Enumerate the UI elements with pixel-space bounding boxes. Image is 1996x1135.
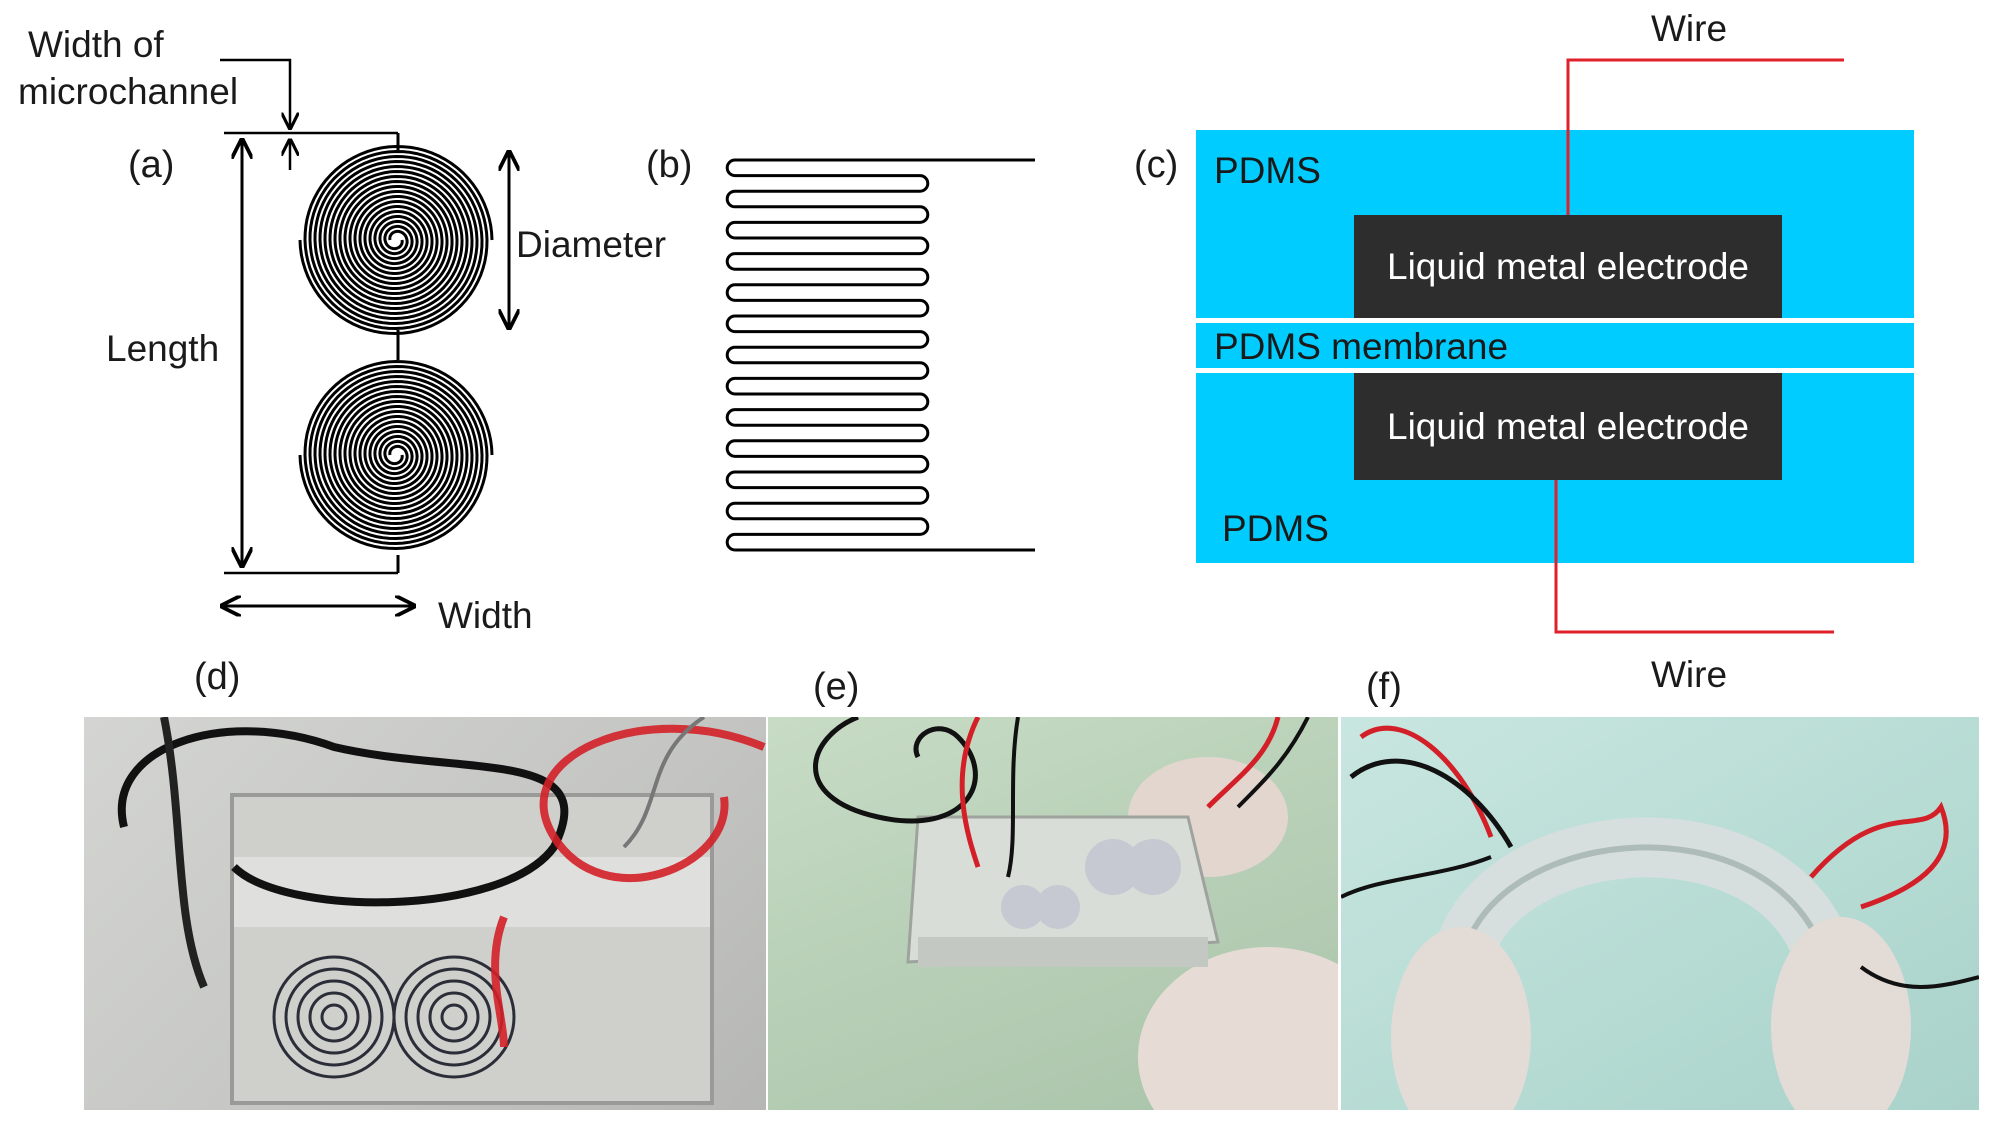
panel-label-c: (c) <box>1134 144 1179 186</box>
microchannel-width-arrow-top <box>220 58 290 128</box>
wire-top-label: Wire <box>1651 8 1728 49</box>
photo-device-held-side-view <box>768 717 1338 1110</box>
pdms-top-label: PDMS <box>1214 150 1321 191</box>
wire-top <box>1566 58 1844 215</box>
serpentine-path <box>725 158 1035 552</box>
spiral-winding <box>303 359 494 546</box>
panel-label-b: (b) <box>646 144 693 186</box>
photo-flat-device-top-view <box>84 717 766 1110</box>
spiral-winding <box>298 149 489 336</box>
spiral-winding <box>298 364 489 551</box>
spiral-coil-bottom <box>298 359 494 551</box>
width-of-microchannel-label-line2: microchannel <box>18 71 239 112</box>
panel-label-f: (f) <box>1366 666 1402 708</box>
length-label: Length <box>106 328 220 369</box>
wire-bottom-label: Wire <box>1651 654 1728 695</box>
panel-label-a: (a) <box>128 144 175 186</box>
spiral-coil-top <box>298 144 494 336</box>
panel-label-d: (d) <box>194 656 241 698</box>
photo-device-bent <box>1341 717 1979 1110</box>
serpentine-channel <box>725 158 1035 552</box>
width-label: Width <box>438 595 533 636</box>
diameter-label: Diameter <box>516 224 667 265</box>
panel-label-e: (e) <box>813 666 860 708</box>
pdms-membrane-layer <box>1196 323 1914 368</box>
liquid-metal-electrode-top: Liquid metal electrode <box>1354 215 1782 318</box>
pdms-bottom-label: PDMS <box>1222 508 1329 549</box>
spiral-winding <box>303 144 494 331</box>
liquid-metal-electrode-bottom: Liquid metal electrode <box>1354 373 1782 480</box>
wire-bottom <box>1554 480 1834 634</box>
width-of-microchannel-label-line1: Width of <box>28 24 164 65</box>
pdms-membrane-label: PDMS membrane <box>1214 326 1509 367</box>
